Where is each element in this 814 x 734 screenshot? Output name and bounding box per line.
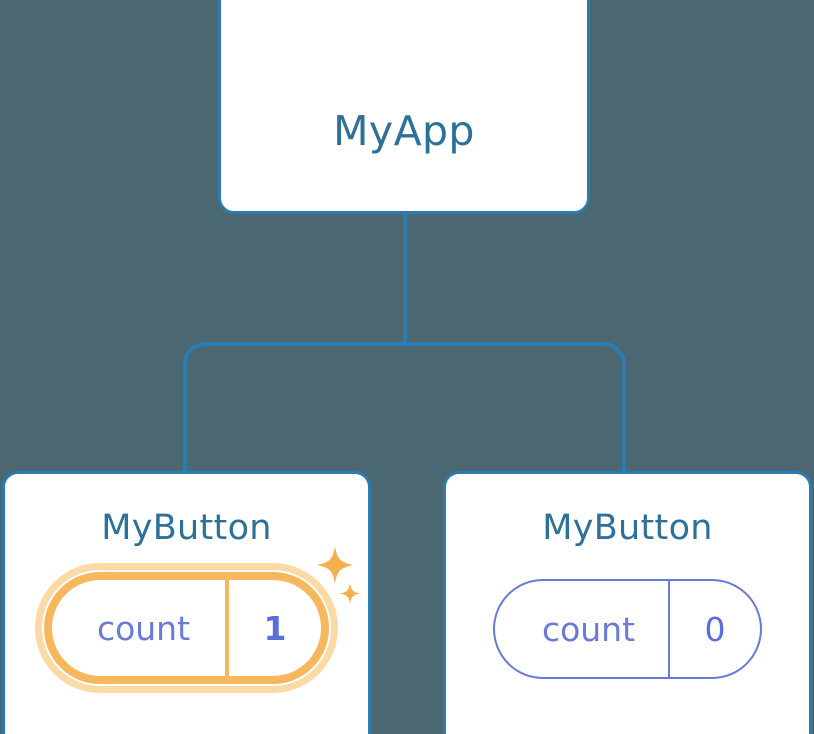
state-pill-2-wrap: count 0 (493, 579, 762, 679)
state-pill-2-key: count (541, 609, 636, 649)
node-mybutton-1[interactable]: MyButton count 1 (2, 471, 371, 734)
node-mybutton-2-title: MyButton (542, 508, 713, 548)
node-mybutton-1-title: MyButton (101, 508, 272, 548)
node-mybutton-2[interactable]: MyButton count 0 (443, 471, 812, 734)
sparkle-icon (339, 583, 361, 604)
state-pill-1[interactable]: count 1 (44, 572, 329, 684)
sparkle-icon (317, 546, 353, 584)
node-myapp-title: MyApp (333, 106, 475, 155)
state-pill-2-value: 0 (704, 609, 726, 649)
node-myapp[interactable]: MyApp (218, 0, 590, 214)
state-pill-1-divider (225, 580, 229, 676)
state-pill-1-wrap: count 1 (35, 546, 361, 693)
state-pill-1-key: count (96, 608, 191, 648)
connector-to-child-1 (183, 342, 405, 478)
state-pill-1-glow (35, 563, 338, 693)
connector-to-child-2 (405, 342, 626, 478)
state-pill-1-value: 1 (263, 608, 287, 648)
state-pill-2-divider (668, 581, 670, 677)
state-pill-2[interactable]: count 0 (493, 579, 762, 679)
